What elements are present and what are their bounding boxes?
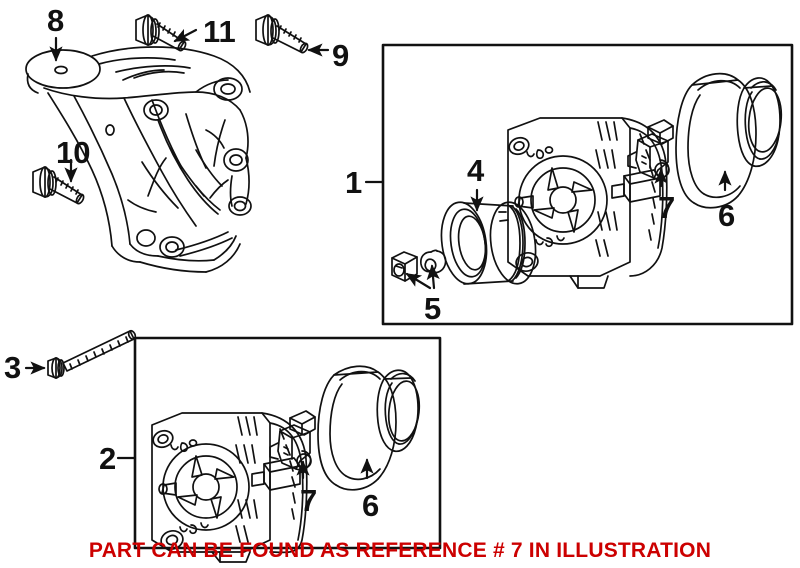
callout-label-1: 1 [345, 165, 363, 200]
callout-label-11: 11 [203, 14, 236, 49]
callout-label-8: 8 [47, 3, 65, 38]
callout-arrow-5a [405, 272, 432, 290]
callout-label-3: 3 [4, 350, 22, 385]
callout-label-7-upper: 7 [658, 190, 676, 225]
assembly-box-upper [381, 43, 794, 326]
rear-cover-upper [675, 72, 783, 209]
callout-label-7-lower: 7 [300, 483, 318, 518]
rear-cover-lower [317, 365, 421, 491]
callout-label-10: 10 [56, 135, 91, 170]
callout-label-2: 2 [99, 441, 117, 476]
alternator-mounting-bracket [25, 46, 252, 273]
alternator-body-upper [507, 117, 668, 289]
callout-arrow-5b [426, 264, 440, 290]
callout-label-4: 4 [467, 153, 485, 188]
voltage-regulator-upper [627, 119, 674, 180]
callout-label-9: 9 [332, 38, 350, 73]
callout-label-6-lower: 6 [362, 488, 380, 523]
callout-arrow-11 [173, 28, 198, 43]
callout-label-6-upper: 6 [718, 198, 736, 233]
callout-label-5: 5 [424, 291, 442, 326]
hex-flange-bolt-upper-right [255, 14, 309, 54]
long-through-bolt [47, 329, 137, 379]
hex-flange-bolt-lower-left [32, 166, 85, 205]
reference-banner: PART CAN BE FOUND AS REFERENCE # 7 IN IL… [88, 539, 712, 562]
